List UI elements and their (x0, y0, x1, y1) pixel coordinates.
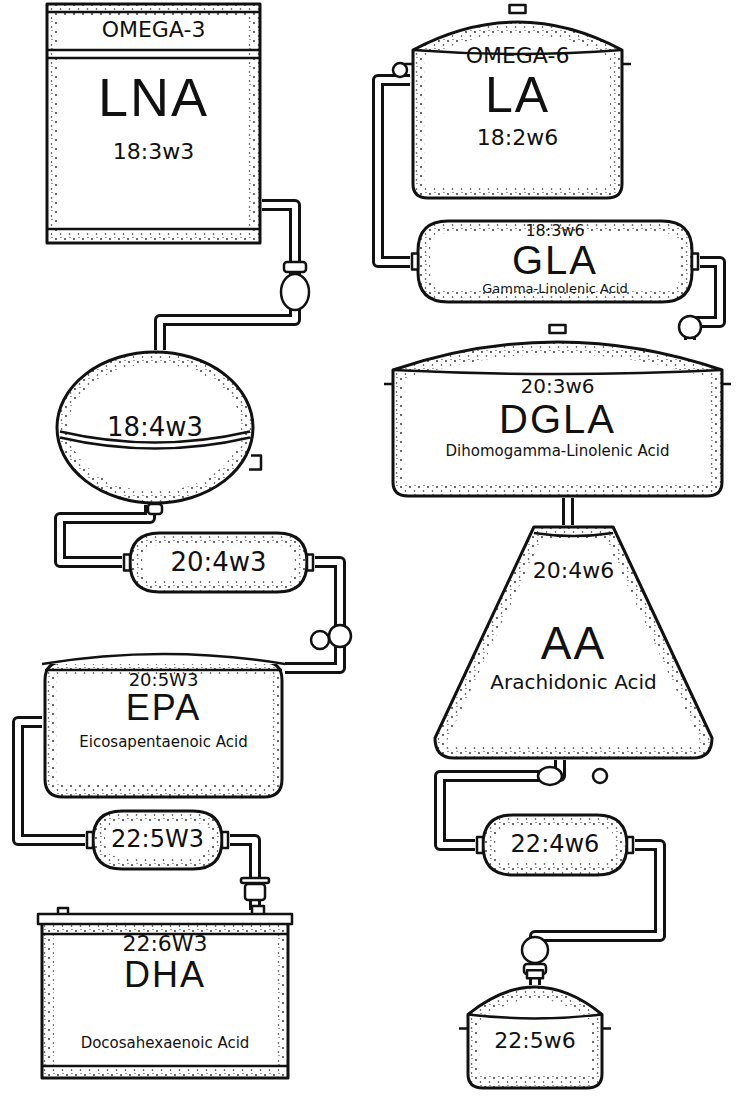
pipe-valve (284, 262, 306, 272)
vessel-border (45, 662, 282, 797)
vessel-label: Gamma-Linolenic Acid (482, 282, 628, 296)
vessel-label: 20:4w3 (170, 548, 266, 576)
vessel-detail (534, 533, 613, 536)
pipe-valve (679, 316, 701, 338)
pipe-bore (565, 498, 571, 525)
vessel-fill (47, 4, 260, 243)
vessel-node: 22:6W3DHA Docosahexaenoic Acid (38, 910, 292, 1080)
vessel-label: 18:2w6 (477, 126, 558, 150)
vessel-heading: OMEGA-6 (466, 44, 570, 68)
vessel-fill (57, 352, 253, 503)
vessel-stipple (57, 352, 253, 503)
vessel-border (57, 352, 253, 503)
vessel-heading: 20:3w6 (521, 376, 595, 398)
vessel-label: Eicosapentaenoic Acid (79, 734, 247, 750)
vessel-label: Docosahexaenoic Acid (81, 1035, 250, 1051)
vessel-label: 18:4w3 (107, 413, 203, 441)
vessel-fill (93, 811, 222, 869)
pipe-valve (245, 884, 265, 900)
vessel-label: DGLA (499, 398, 616, 441)
pipe-valve (241, 878, 269, 883)
pipe-wall (562, 498, 574, 525)
vessel-label: Dihomogamma-Linolenic Acid (446, 443, 670, 459)
vessel-stipple (413, 22, 622, 198)
vessel-node: 20:4w3 (122, 530, 315, 595)
vessel-border (483, 815, 627, 875)
vessel-label: EPA (126, 689, 201, 728)
vessel-fill (468, 987, 602, 1088)
vessel-node: 22:5W3 (85, 808, 230, 872)
pipe-valve (538, 767, 562, 785)
pipe-connector (378, 80, 410, 262)
vessel-detail (42, 654, 285, 670)
vessel-border (42, 920, 288, 1078)
vessel-stipple (393, 342, 722, 496)
vessel-stipple (45, 662, 282, 797)
vessel-label: LA (485, 68, 550, 122)
vessel-node: 18:4w3 (55, 350, 255, 505)
vessel-label: 22:5W3 (111, 827, 204, 853)
vessel-fill (130, 533, 307, 592)
pipe-valve (148, 504, 162, 514)
vessel-stipple (435, 527, 712, 758)
vessel-node: 20:5W3EPA Eicosapentaenoic Acid (42, 648, 285, 800)
vessel-detail (47, 12, 260, 229)
vessel-heading: OMEGA-3 (102, 18, 206, 42)
vessel-label: AA (541, 619, 606, 669)
vessel-border (418, 221, 692, 302)
pipe-valve (281, 274, 309, 310)
vessel-fill (45, 662, 282, 797)
vessel-border (435, 527, 712, 758)
vessel-node: 20:4w6AA Arachidonic Acid (432, 525, 715, 760)
pipe-connector (568, 498, 569, 525)
vessel-label: LNA (98, 68, 209, 126)
vessel-fill (42, 920, 288, 1078)
vessel-stipple (42, 920, 288, 1078)
vessel-fill (483, 815, 627, 875)
vessel-stipple (130, 533, 307, 592)
vessel-stipple (483, 815, 627, 875)
vessel-label: DHA (124, 956, 206, 995)
vessel-stipple (468, 987, 602, 1088)
vessel-border (468, 987, 602, 1088)
vessel-fill (435, 527, 712, 758)
vessel-label: Arachidonic Acid (490, 672, 656, 694)
vessel-border (93, 811, 222, 869)
vessel-border (393, 342, 722, 496)
vessel-detail (38, 906, 292, 1066)
vessel-heading: 20:5W3 (129, 670, 199, 689)
vessel-heading: 18:3w6 (525, 222, 584, 239)
vessel-node: 22:4w6 (475, 812, 635, 878)
vessel-fill (393, 342, 722, 496)
pipe-wall (378, 80, 410, 262)
vessel-heading: 22:6W3 (122, 932, 207, 956)
vessel-border (130, 533, 307, 592)
pipe-valve (311, 631, 329, 649)
vessel-border (47, 4, 260, 243)
vessel-node: OMEGA-6LA 18:2w6 (410, 20, 625, 200)
vessel-heading: 20:4w6 (533, 559, 614, 583)
vessel-node: 18:3w6GLAGamma-Linolenic Acid (410, 218, 700, 305)
pipe-valve (522, 937, 548, 963)
vessel-stipple (93, 811, 222, 869)
pipe-valve (593, 769, 607, 783)
vessel-border (413, 22, 622, 198)
vessel-fill (418, 221, 692, 302)
vessel-label: GLA (512, 239, 598, 282)
pipe-valve (329, 625, 351, 647)
vessel-node: OMEGA-3LNA 18:3w3 (45, 2, 262, 245)
vessel-stipple (47, 4, 260, 243)
vessel-stipple (418, 221, 692, 302)
vessel-node: 20:3w6DGLA Dihomogamma-Linolenic Acid (390, 340, 725, 498)
vessel-label: 22:4w6 (511, 832, 600, 858)
vessel-fill (413, 22, 622, 198)
vessel-node: 22:5w6 (465, 985, 605, 1090)
vessel-detail (459, 970, 611, 1028)
vessel-label: 22:5w6 (494, 1029, 575, 1053)
pipe-bore (378, 80, 410, 262)
vessel-label: 18:3w3 (113, 140, 194, 164)
